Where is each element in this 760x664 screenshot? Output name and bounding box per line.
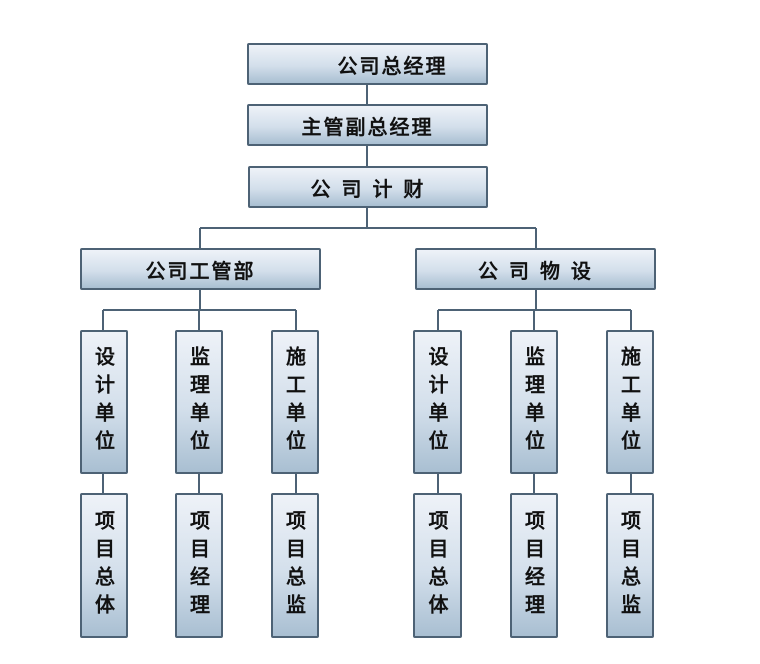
ceo-label: 公司总经理 (337, 53, 448, 78)
dept-label: 公司工管部 (145, 258, 256, 283)
role-label: 项目经理 (186, 509, 211, 622)
role-label: 项目总监 (617, 509, 642, 622)
role-box: 项目经理 (510, 493, 558, 638)
vp-label: 主管副总经理 (301, 114, 434, 139)
finance-box: 公 司 计 财 (248, 166, 488, 208)
dept-box-materials: 公 司 物 设 (415, 248, 656, 290)
role-box: 项目总体 (80, 493, 128, 638)
role-label: 项目总体 (91, 509, 116, 622)
unit-box: 施工单位 (606, 330, 654, 474)
role-box: 项目总监 (271, 493, 319, 638)
unit-label: 施工单位 (282, 346, 307, 458)
ceo-box: 公司总经理 (247, 43, 488, 85)
unit-box: 监理单位 (175, 330, 223, 474)
role-label: 项目总监 (282, 509, 307, 622)
role-label: 项目总体 (425, 509, 449, 622)
unit-box: 施工单位 (271, 330, 319, 474)
unit-label: 施工单位 (617, 346, 642, 458)
unit-box: 设计单位 (413, 330, 462, 474)
unit-label: 设计单位 (425, 346, 449, 458)
unit-label: 监理单位 (521, 346, 546, 458)
unit-box: 设计单位 (80, 330, 128, 474)
unit-label: 设计单位 (91, 346, 116, 458)
dept-label: 公 司 物 设 (478, 258, 593, 283)
role-box: 项目总体 (413, 493, 462, 638)
role-label: 项目经理 (521, 509, 546, 622)
vp-box: 主管副总经理 (247, 104, 488, 146)
dept-box-engineering: 公司工管部 (80, 248, 321, 290)
role-box: 项目总监 (606, 493, 654, 638)
role-box: 项目经理 (175, 493, 223, 638)
finance-label: 公 司 计 财 (310, 176, 426, 201)
unit-label: 监理单位 (186, 346, 211, 458)
unit-box: 监理单位 (510, 330, 558, 474)
